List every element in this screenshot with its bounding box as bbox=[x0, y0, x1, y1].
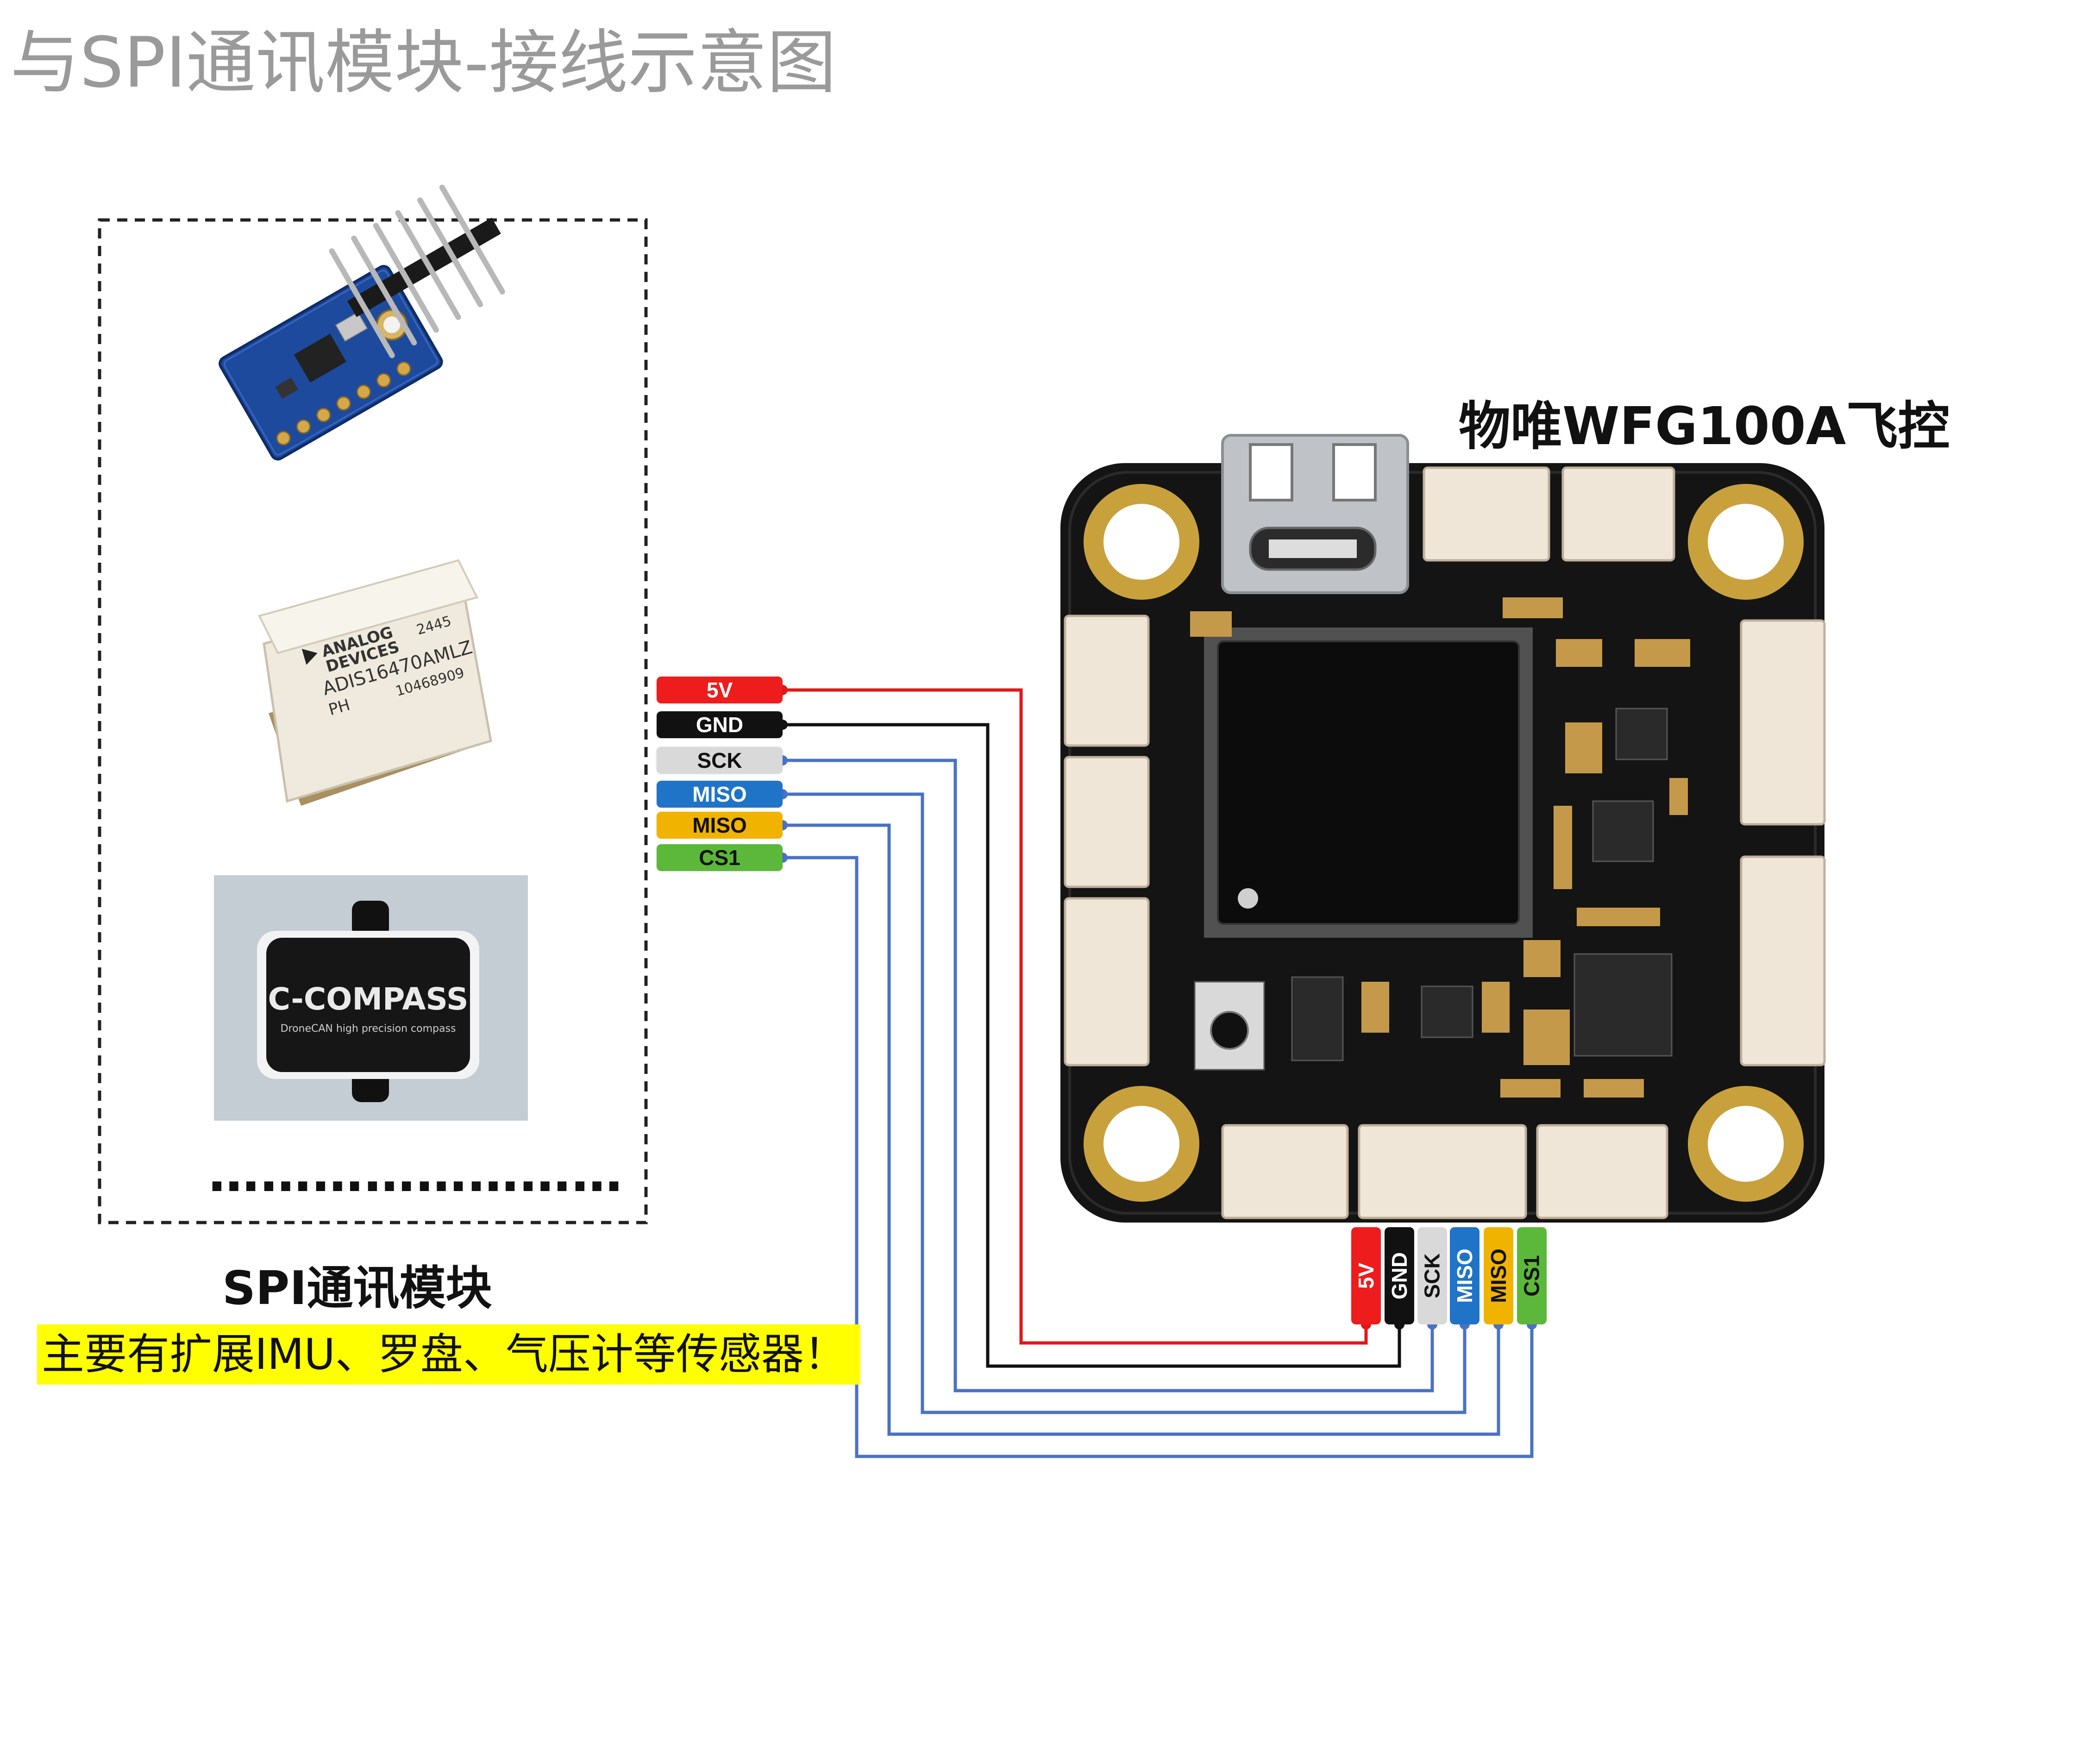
board-passives bbox=[1190, 597, 1690, 1098]
board-components bbox=[1194, 708, 1673, 1071]
board-pin-gnd-2: GND bbox=[1385, 1227, 1414, 1324]
compass-sublabel: DroneCAN high precision compass bbox=[281, 1023, 456, 1035]
boot-button bbox=[1210, 1011, 1249, 1050]
wire-miso-5 bbox=[783, 823, 1500, 1436]
board-pin-miso-4: MISO bbox=[1450, 1227, 1479, 1324]
wire-sck-3 bbox=[783, 759, 1434, 1392]
usb-c-connector bbox=[1221, 434, 1409, 594]
board-pin-cs1-6: CS1 bbox=[1517, 1227, 1547, 1324]
board-pin-text: MISO bbox=[1486, 1248, 1511, 1303]
page-title: 与SPI通讯模块-接线示意图 bbox=[10, 23, 837, 103]
board-pin-text: SCK bbox=[1420, 1253, 1444, 1298]
module-pin-gnd-2: GND bbox=[657, 711, 783, 738]
adis-imu-image: ANALOG DEVICES 2445 ADIS16470AMLZ PH 104… bbox=[258, 559, 492, 806]
mounting-holes bbox=[1084, 484, 1804, 1202]
wire-5v-1 bbox=[783, 688, 1368, 1345]
more-modules-ellipsis: …………………… bbox=[208, 1144, 623, 1203]
wire-miso-4 bbox=[783, 792, 1467, 1414]
board-pin-text: CS1 bbox=[1520, 1255, 1544, 1297]
module-pin-miso-5: MISO bbox=[657, 812, 783, 839]
spi-module-title: SPI通讯模块 bbox=[222, 1261, 492, 1315]
module-pin-miso-4: MISO bbox=[657, 781, 783, 808]
board-pin-5v-1: 5V bbox=[1351, 1227, 1381, 1324]
module-pin-5v-1: 5V bbox=[657, 677, 783, 703]
top-connectors bbox=[1423, 466, 1675, 562]
wires bbox=[777, 685, 1537, 1458]
board-pin-text: 5V bbox=[1354, 1262, 1378, 1289]
board-pin-text: GND bbox=[1387, 1252, 1412, 1300]
wire-gnd-2 bbox=[783, 723, 1401, 1368]
bottom-connectors bbox=[1221, 1124, 1668, 1219]
left-connectors bbox=[1064, 615, 1150, 1066]
spi-module-description: 主要有扩展IMU、罗盘、气压计等传感器！ bbox=[37, 1324, 860, 1385]
main-mcu-chip bbox=[1204, 627, 1533, 938]
right-connectors bbox=[1740, 619, 1826, 1066]
compass-label: C-COMPASS bbox=[268, 981, 468, 1017]
gy-sensor-board-image bbox=[219, 184, 505, 461]
flight-controller-board bbox=[1060, 434, 1826, 1223]
board-pin-text: MISO bbox=[1453, 1248, 1477, 1303]
spi-module-group-box bbox=[98, 218, 648, 1224]
board-pin-sck-3: SCK bbox=[1417, 1227, 1447, 1324]
wire-cs1-6 bbox=[783, 856, 1534, 1458]
board-pin-miso-5: MISO bbox=[1484, 1227, 1513, 1324]
module-pin-sck-3: SCK bbox=[657, 747, 783, 774]
module-pin-cs1-6: CS1 bbox=[657, 844, 783, 871]
flight-controller-title: 物唯WFG100A飞控 bbox=[1459, 396, 1950, 457]
c-compass-image: C-COMPASS DroneCAN high precision compas… bbox=[214, 875, 528, 1121]
